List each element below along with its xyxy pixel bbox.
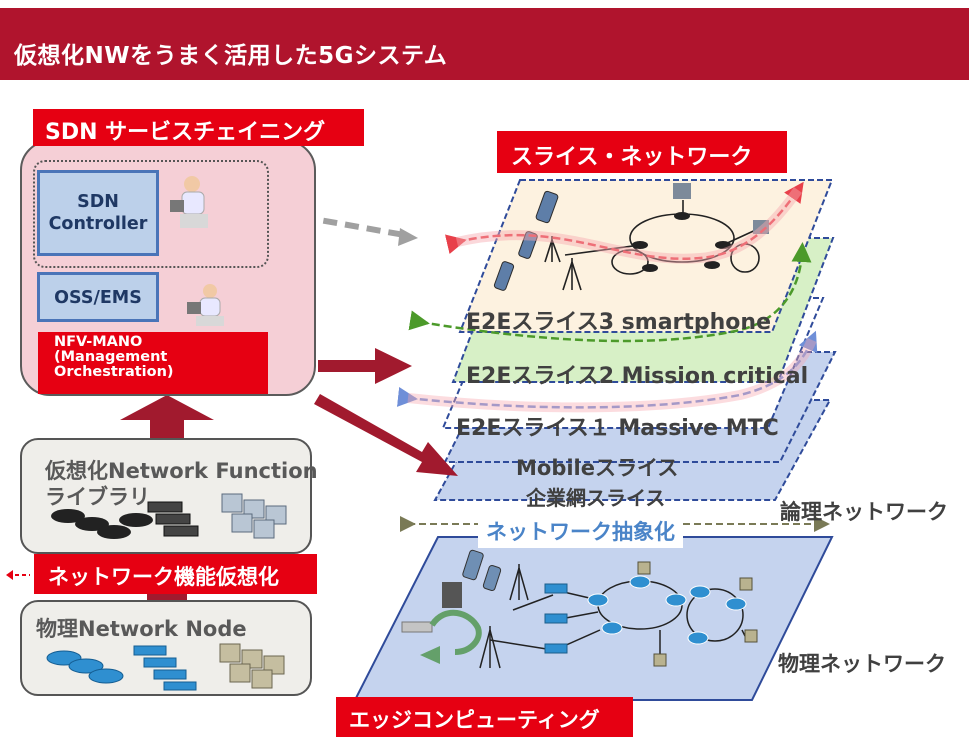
operator-icon — [170, 176, 208, 228]
vnf-library-title: 仮想化Network Function — [45, 459, 318, 483]
server-icon — [637, 561, 758, 667]
physical-nodes-illustration — [46, 643, 285, 691]
nfv-label: ネットワーク機能仮想化 — [34, 554, 317, 594]
virtual-nodes-illustration — [51, 493, 287, 539]
mano-to-slice-arrow — [318, 348, 412, 384]
slice-label-mission-critical: E2Eスライス2 Mission critical — [466, 364, 809, 389]
slice-3-route-arrow — [444, 181, 804, 260]
camera-icon — [401, 621, 433, 633]
network-abstraction-label: ネットワーク抽象化 — [478, 514, 683, 548]
slice-label-smartphone: E2Eスライス3 smartphone — [466, 310, 772, 335]
sdn-controller-box: SDN Controller — [37, 170, 159, 256]
sdn-controller-area — [33, 160, 269, 268]
antenna-icon — [479, 564, 529, 669]
edge-device-icon — [442, 582, 462, 608]
nfv-mano-label: NFV-MANO (Management Orchestration) — [38, 332, 268, 394]
slice-label-mobile: Mobileスライス — [516, 456, 679, 480]
slice-network-label: スライス・ネットワーク — [497, 131, 787, 173]
physical-network-label: 物理ネットワーク — [778, 652, 946, 676]
nfv-arrowhead — [6, 570, 13, 580]
slice-label-massive-mtc: E2Eスライス１ Massive MTC — [456, 416, 779, 441]
phone-icon — [462, 549, 502, 591]
vnf-to-mano-arrow — [120, 395, 214, 438]
slice-1-route-glow — [407, 337, 817, 413]
vnf-library-subtitle: ライブラリ — [45, 485, 150, 509]
slice-label-enterprise: 企業網スライス — [526, 486, 666, 510]
cycle-arrowhead — [420, 646, 440, 664]
operator-icon — [187, 284, 224, 326]
router-icon — [587, 575, 747, 645]
sdn-control-arrowhead-right — [398, 228, 418, 246]
oss-ems-box: OSS/EMS — [37, 272, 159, 322]
switch-icon — [544, 583, 568, 654]
slice-1-route-arrow — [396, 330, 818, 409]
edge-computing-label: エッジコンピューティング — [336, 697, 633, 737]
server-icon — [673, 183, 691, 199]
logical-network-label: 論理ネットワーク — [780, 500, 948, 524]
page-title: 仮想化NWをうまく活用した5Gシステム — [14, 43, 448, 69]
physical-plane — [353, 536, 834, 701]
physical-nodes-title: 物理Network Node — [36, 617, 247, 641]
mano-to-mobile-slice-arrow — [314, 394, 458, 476]
cycle-arrow — [429, 609, 482, 655]
sdn-service-chaining-label: SDN サービスチェイニング — [33, 109, 364, 146]
title-banner — [0, 8, 969, 80]
